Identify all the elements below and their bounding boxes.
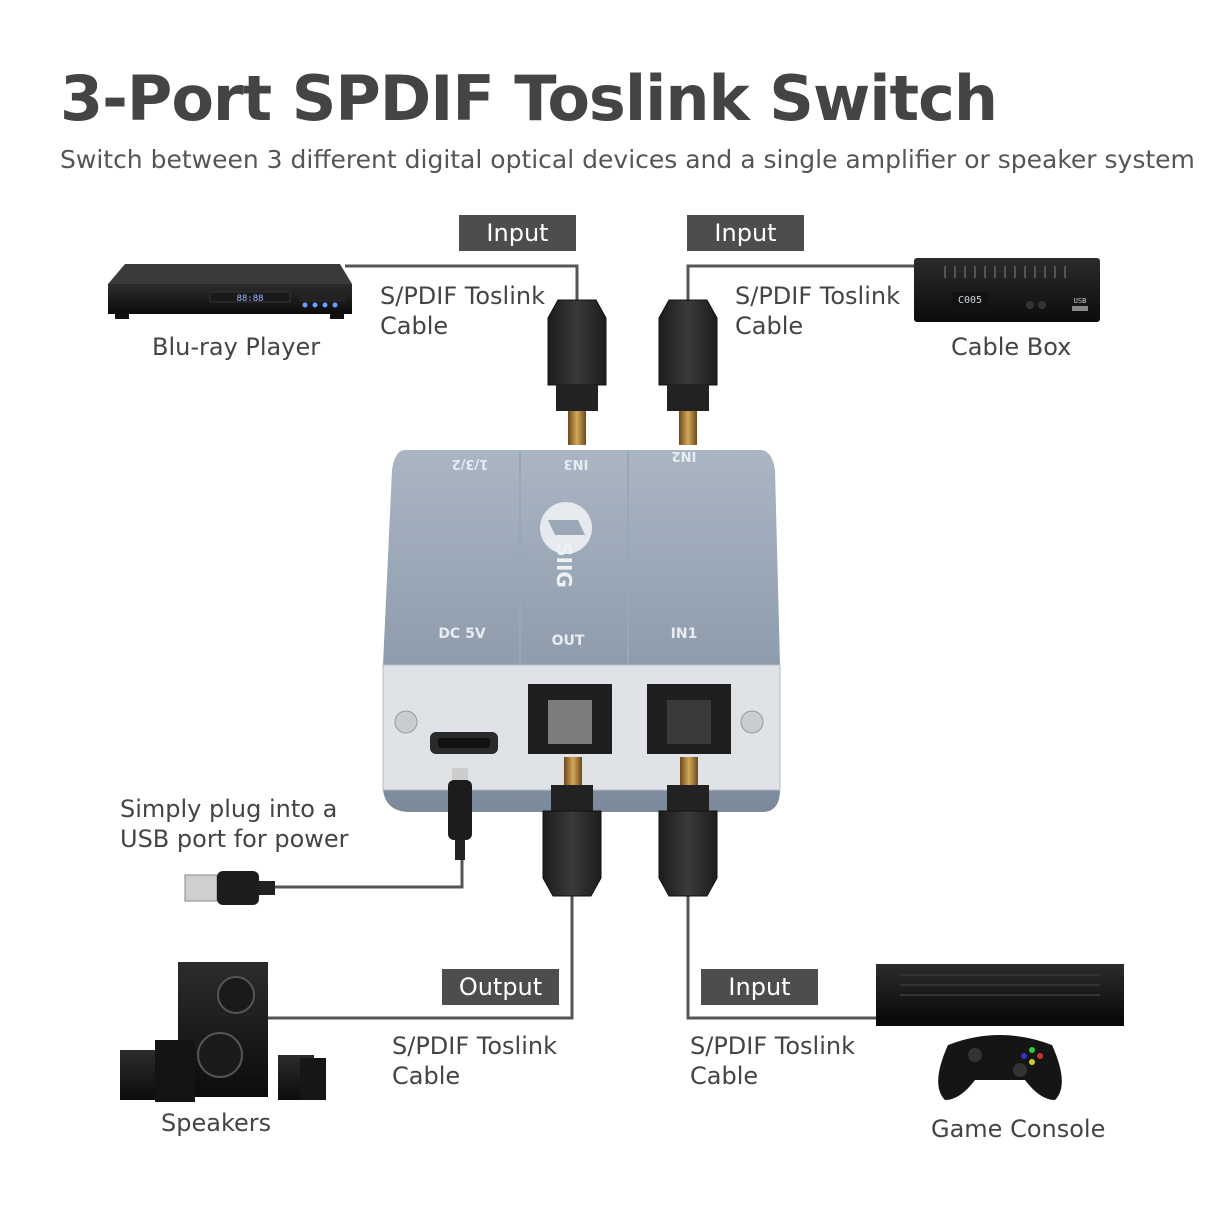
port-label-in3: IN3 bbox=[564, 456, 589, 471]
port-label-in2: IN2 bbox=[672, 448, 697, 463]
cable-label-bottom-left-line2: Cable bbox=[392, 1062, 461, 1090]
port-label-in1: IN1 bbox=[671, 626, 698, 642]
device-label-bluray: Blu-ray Player bbox=[152, 333, 321, 361]
switch-body bbox=[382, 450, 781, 812]
bluray-display: 88:88 bbox=[236, 294, 263, 304]
tag-output-bottom-left: Output bbox=[442, 969, 559, 1005]
cable-label-bottom-left: S/PDIF Toslink Cable bbox=[392, 1031, 557, 1091]
cable-line-cablebox bbox=[686, 264, 930, 300]
tag-input-bottom-right: Input bbox=[701, 969, 818, 1005]
cable-label-bottom-right-line2: Cable bbox=[690, 1062, 759, 1090]
device-label-cablebox: Cable Box bbox=[951, 333, 1072, 361]
usb-cable-line bbox=[275, 860, 464, 889]
cable-label-top-right: S/PDIF Toslink Cable bbox=[735, 281, 900, 341]
usb-plug-icon bbox=[184, 768, 472, 905]
port-label-1-3-2: 1/3/2 bbox=[452, 456, 489, 471]
speakers-icon bbox=[120, 962, 326, 1102]
device-label-speakers: Speakers bbox=[161, 1109, 272, 1137]
cablebox-display: C005 bbox=[958, 295, 982, 306]
game-console-icon bbox=[876, 964, 1124, 1100]
usb-power-note-line2: USB port for power bbox=[120, 825, 349, 853]
device-label-console: Game Console bbox=[931, 1115, 1106, 1143]
cable-label-top-right-line2: Cable bbox=[735, 312, 804, 340]
bottom-connector-in1 bbox=[658, 757, 718, 897]
brand-logo: SIIG bbox=[552, 542, 576, 588]
bluray-player-icon bbox=[108, 264, 352, 319]
top-connector-right bbox=[658, 299, 718, 445]
top-connector-left bbox=[547, 299, 607, 445]
cable-label-top-left-line1: S/PDIF Toslink bbox=[380, 282, 545, 310]
cable-label-bottom-right-line1: S/PDIF Toslink bbox=[690, 1032, 855, 1060]
cablebox-usb-label: USB bbox=[1074, 297, 1087, 305]
usb-power-note: Simply plug into a USB port for power bbox=[120, 794, 349, 854]
tag-input-top-right: Input bbox=[687, 215, 804, 251]
cable-label-top-left: S/PDIF Toslink Cable bbox=[380, 281, 545, 341]
cable-label-bottom-right: S/PDIF Toslink Cable bbox=[690, 1031, 855, 1091]
port-label-out: OUT bbox=[552, 633, 585, 649]
port-label-dc: DC 5V bbox=[438, 626, 486, 642]
page-title: 3-Port SPDIF Toslink Switch bbox=[60, 62, 998, 135]
cable-label-top-right-line1: S/PDIF Toslink bbox=[735, 282, 900, 310]
cable-line-bluray bbox=[345, 264, 579, 300]
cable-lines bbox=[265, 264, 930, 1020]
tag-input-top-left: Input bbox=[459, 215, 576, 251]
cable-label-bottom-left-line1: S/PDIF Toslink bbox=[392, 1032, 557, 1060]
cable-line-console bbox=[686, 890, 880, 1020]
cable-box-icon bbox=[914, 258, 1100, 322]
usb-power-note-line1: Simply plug into a bbox=[120, 795, 338, 823]
page-subtitle: Switch between 3 different digital optic… bbox=[60, 145, 1195, 174]
cable-label-top-left-line2: Cable bbox=[380, 312, 449, 340]
bottom-connector-out bbox=[542, 757, 602, 897]
cable-line-speakers bbox=[265, 890, 574, 1020]
